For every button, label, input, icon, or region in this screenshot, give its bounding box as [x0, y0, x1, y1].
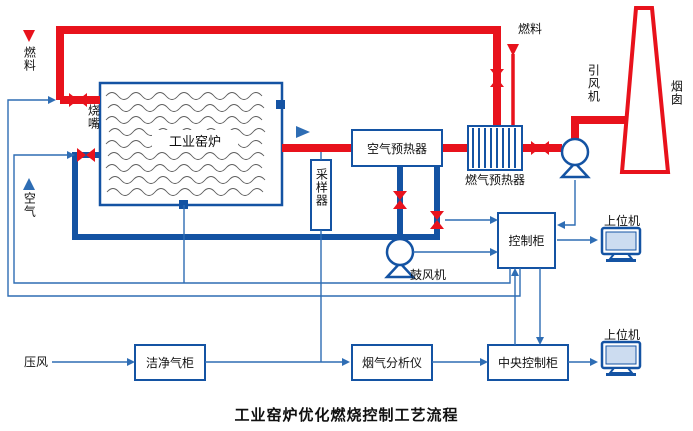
flow-arrows [23, 30, 519, 190]
blower-icon [384, 237, 416, 279]
signal-lines [7, 96, 598, 366]
host-computer-top-label: 上位机 [603, 214, 640, 228]
air-up-arrow-icon [23, 178, 35, 190]
control-cabinet-label: 控制柜 [508, 234, 545, 248]
induced-draft-fan-icon [559, 137, 591, 179]
preheated-air-valve-icon [430, 211, 444, 229]
air-preheater-label: 空气预热器 [366, 141, 427, 156]
host-computer-bottom-icon [600, 340, 642, 376]
kiln-bottom-sensor [179, 200, 188, 209]
fuel-right-down-arrow-icon [507, 44, 519, 56]
induced-fan-label: 引风机 [586, 64, 601, 103]
control-cabinet-box [497, 212, 556, 269]
blower-outlet-valve-icon [393, 191, 407, 209]
diagram-title: 工业窑炉优化燃烧控制工艺流程 [234, 407, 459, 424]
valves [69, 69, 549, 229]
blower-label: 鼓风机 [410, 268, 447, 282]
gas-preheater-box [467, 125, 523, 171]
gas-preheater-label: 燃气预热器 [464, 173, 525, 187]
flue-gas-valve-icon [531, 141, 549, 155]
compressed-air-label: 压风 [24, 355, 49, 369]
fuel-left-down-arrow-icon [23, 30, 35, 42]
fan-to-chimney-pipe [571, 116, 628, 140]
air-inlet-valve-icon [77, 148, 95, 162]
air-label: 空气 [22, 192, 37, 218]
kiln-top-sensor [276, 100, 285, 109]
signal-arrowheads [48, 96, 598, 366]
flue-flow-right-arrow-icon [296, 126, 310, 138]
chimney-shape [619, 6, 671, 174]
heat-exchanger-fins [472, 128, 516, 168]
fuel-label-right: 燃料 [518, 22, 543, 36]
burner-label: 烧嘴 [86, 104, 101, 130]
gas-preheater-fuel-valve-icon [490, 69, 504, 87]
clean-gas-cabinet-label: 洁净气柜 [145, 356, 194, 370]
central-control-cabinet-label: 中央控制柜 [497, 356, 558, 370]
chimney-label: 烟囱 [669, 80, 684, 106]
kiln-label: 工业窑炉 [152, 130, 238, 151]
host-computer-top-icon [600, 226, 642, 262]
flue-gas-analyzer-label: 烟气分析仪 [361, 356, 422, 370]
fuel-valve-icon [69, 93, 87, 107]
host-computer-bottom-label: 上位机 [603, 328, 640, 342]
fuel-label-left: 燃料 [22, 46, 37, 72]
sensors [179, 100, 285, 209]
air-preheater-box [351, 129, 443, 167]
sampler-label: 采样器 [314, 168, 329, 207]
